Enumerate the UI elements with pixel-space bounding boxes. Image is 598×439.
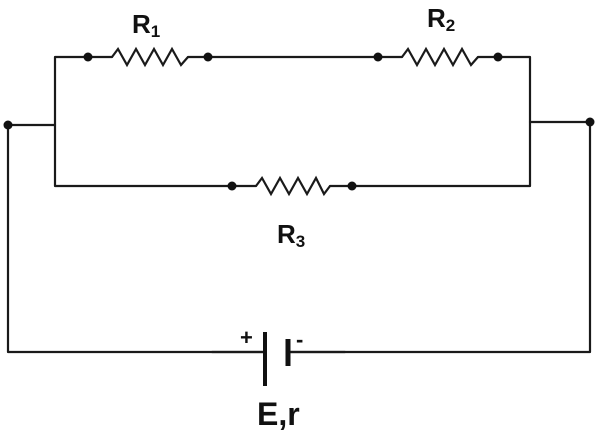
terminal-dot [347,181,357,191]
label-r3: R3 [277,219,305,251]
wire-left-outer [6,123,267,354]
terminal-dot [493,52,503,62]
label-r2: R2 [427,3,455,35]
wire-right-outer [288,120,592,354]
terminal-dot [3,120,13,130]
resistor-r2 [401,46,479,68]
terminal-dot [227,181,237,191]
wire-right-bus [350,55,532,188]
label-r1: R1 [132,9,160,41]
terminal-dot [83,52,93,62]
terminal-dot [585,117,595,127]
resistor-r1 [111,46,189,68]
terminal-dot [203,52,213,62]
terminal-dot [373,52,383,62]
resistor-r3 [255,175,331,197]
battery-label: E,r [257,396,300,432]
battery-plus-sign: + [240,325,253,350]
battery-minus-sign: - [296,327,303,352]
wire-left-bus [53,55,234,188]
